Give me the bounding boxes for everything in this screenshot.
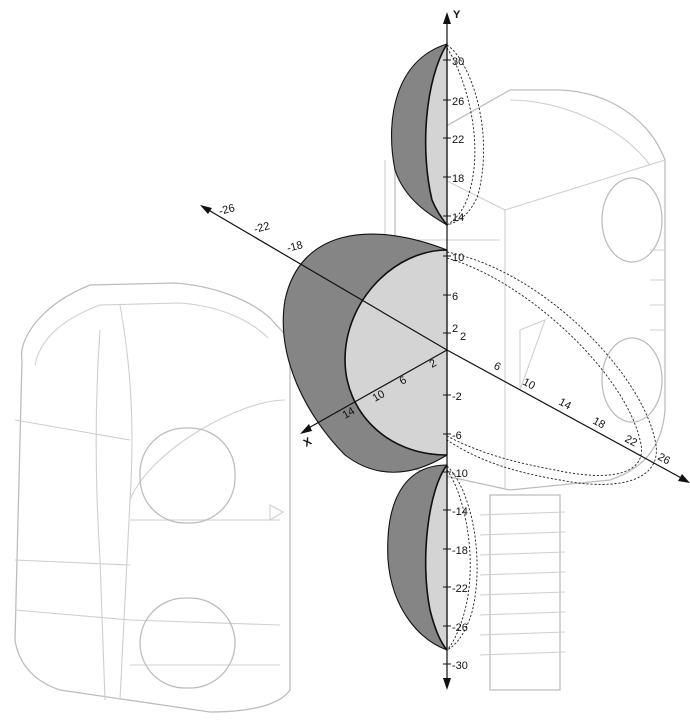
upper-detection-lobe (390, 42, 448, 227)
y-tick-label: -10 (452, 468, 468, 480)
y-axis-arrow (443, 12, 451, 24)
y-tick-label: -18 (452, 545, 468, 557)
x-tick-label: -26 (218, 202, 236, 218)
x-tick-label: -22 (253, 220, 271, 236)
y-tick-label: 30 (452, 56, 464, 68)
rear-zone-boundaries (446, 44, 657, 651)
x-tick-label: -18 (286, 239, 304, 255)
z-tick-label: 22 (623, 433, 639, 449)
z-tick-label: 18 (591, 415, 607, 431)
y-axis-arrow-bottom (443, 678, 451, 690)
y-tick-label: -26 (452, 622, 468, 634)
z-axis-arrow (678, 474, 690, 483)
x-axis-arrow (300, 424, 312, 434)
coordinate-axes (200, 12, 690, 690)
y-tick-label: -14 (452, 506, 468, 518)
z-tick-label: 14 (557, 396, 573, 412)
z-tick-label: 26 (656, 451, 672, 467)
y-tick-label: 10 (452, 252, 464, 264)
x-tick-label: 10 (371, 388, 388, 405)
rear-lens-upper (601, 177, 663, 263)
front-lens-lower (139, 597, 236, 689)
lower-detection-lobe (387, 463, 448, 652)
front-sensor-housing (14, 282, 291, 713)
central-detection-lobe (282, 233, 448, 473)
y-tick-label: 26 (452, 96, 464, 108)
x-tick-label: 6 (398, 374, 409, 387)
x-tick-label: 14 (341, 405, 358, 422)
x-tick-label: 2 (428, 357, 439, 370)
y-tick-label: 6 (452, 291, 458, 303)
y-tick-label: -2 (452, 391, 462, 403)
y-tick-label: 18 (452, 173, 464, 185)
x-axis-line-back (204, 207, 448, 351)
y-tick-label: 14 (452, 212, 464, 224)
rear-lens-lower (601, 337, 663, 423)
y-tick-label: 2 (460, 331, 466, 343)
y-tick-label: -6 (452, 430, 462, 442)
x-axis-line-front (304, 349, 448, 431)
x-axis-arrow-back (200, 205, 212, 214)
z-tick-label: 10 (521, 376, 537, 392)
front-lens-upper (139, 427, 236, 524)
y-tick-label: -22 (452, 583, 468, 595)
y-tick-label: 2 (452, 323, 458, 335)
z-tick-label: 6 (492, 360, 503, 373)
y-tick-label: -30 (452, 660, 468, 672)
y-tick-label: 22 (452, 134, 464, 146)
y-axis-label: Y (453, 9, 461, 21)
z-axis-line (446, 349, 686, 481)
x-axis-label: X (302, 435, 315, 449)
